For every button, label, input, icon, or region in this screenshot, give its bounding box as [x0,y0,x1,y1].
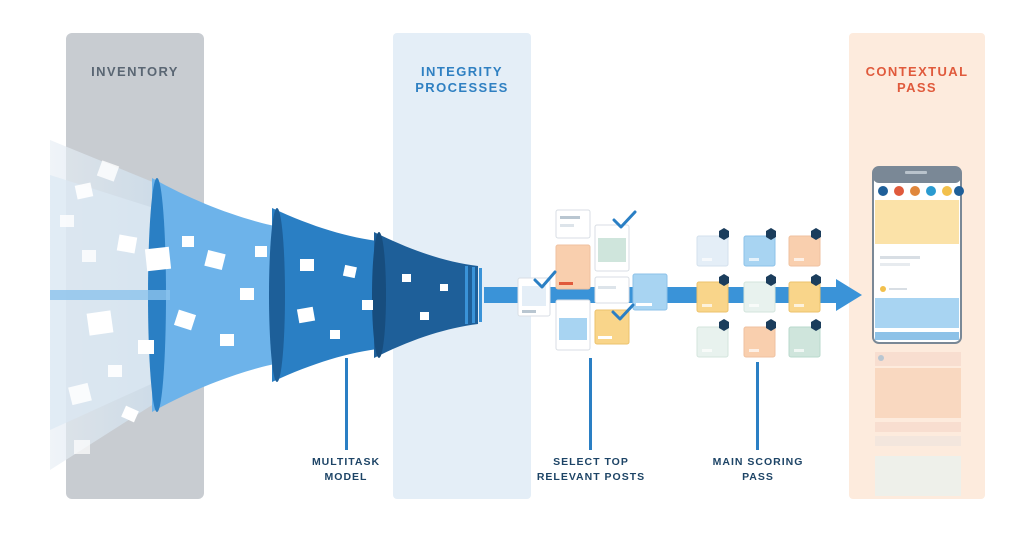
checkmark-icon [533,210,637,321]
phone-icon [872,166,964,344]
multitask-label-line2: MODEL [324,471,368,483]
contextual-title-line2: PASS [896,80,938,95]
inventory-title: INVENTORY [66,64,204,80]
scoring-indicator-line [756,362,759,450]
scoring-grid [696,235,821,358]
select-label: SELECT TOP RELEVANT POSTS [526,455,656,485]
integrity-title: INTEGRITY PROCESSES [393,64,531,96]
feed-items [875,352,961,496]
integrity-title-line2: PROCESSES [415,80,509,95]
scoring-label: MAIN SCORING PASS [698,455,818,485]
inventory-title-text: INVENTORY [91,64,179,79]
arrow-right-icon [836,279,862,311]
funnel-nozzle [465,266,482,324]
multitask-label-line1: MULTITASK [311,456,381,468]
select-indicator-line [589,358,592,450]
funnel-stage-2 [272,208,385,382]
funnel-rim-2 [269,208,285,382]
integrity-title-line1: INTEGRITY [421,64,503,79]
funnel-rim-3 [372,232,386,358]
flow-line-left [50,290,170,300]
multitask-label: MULTITASK MODEL [296,455,396,485]
funnel-stage-3 [374,232,478,358]
select-label-line1: SELECT TOP [553,456,629,468]
multitask-indicator-line [345,358,348,450]
scoring-label-line2: PASS [742,471,774,483]
selected-posts [517,209,668,351]
select-label-line2: RELEVANT POSTS [536,471,646,483]
funnel-stage-1 [152,178,285,412]
scoring-label-line1: MAIN SCORING [712,456,804,468]
funnel-posts [60,160,448,454]
contextual-title: CONTEXTUAL PASS [849,64,985,96]
hexagon-badge-icon [719,228,821,331]
contextual-title-line1: CONTEXTUAL [865,64,969,79]
